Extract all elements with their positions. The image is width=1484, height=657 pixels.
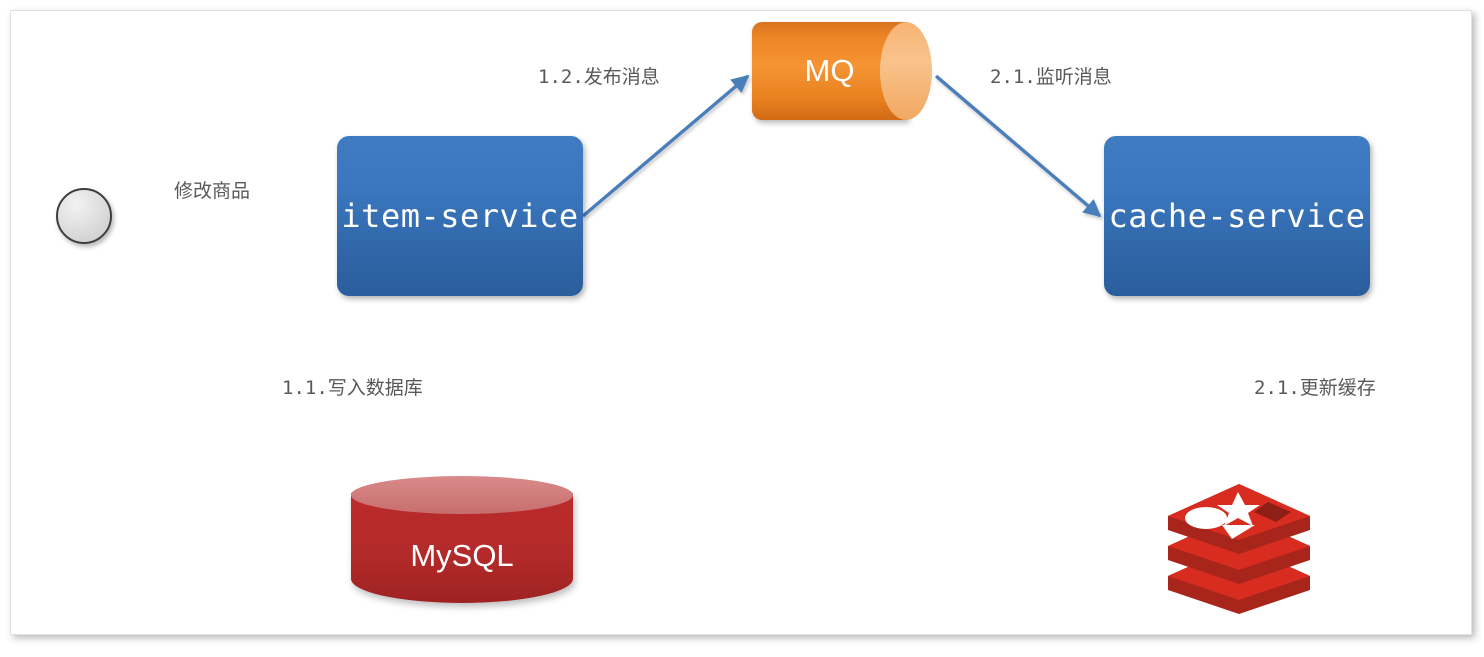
node-cache-service[interactable]: cache-service: [1104, 136, 1370, 296]
edge-label-update-num: 2.1.: [1254, 377, 1300, 399]
node-mysql-database[interactable]: MySQL: [351, 476, 573, 611]
node-item-service[interactable]: item-service: [337, 136, 583, 296]
node-mysql-label: MySQL: [410, 538, 514, 573]
edge-label-write-text: 写入数据库: [327, 377, 423, 399]
node-redis-logo[interactable]: [1160, 472, 1318, 617]
edge-label-write: 1.1.写入数据库: [282, 373, 423, 400]
edge-label-write-num: 1.1.: [282, 377, 328, 399]
node-mq[interactable]: MQ: [752, 22, 932, 120]
edge-label-publish-text: 发布消息: [583, 66, 660, 88]
edge-label-publish: 1.2.发布消息: [538, 62, 660, 89]
edge-label-listen: 2.1.监听消息: [990, 62, 1112, 89]
edge-label-update-text: 更新缓存: [1299, 377, 1376, 399]
edge-publish-arrow: [581, 74, 750, 218]
node-mq-label: MQ: [804, 53, 855, 88]
actor-user-circle[interactable]: [56, 188, 112, 244]
mysql-cylinder-top: [351, 476, 573, 514]
edge-label-modify: 修改商品: [174, 176, 250, 203]
edge-label-publish-num: 1.2.: [538, 66, 584, 88]
edge-label-modify-text: 修改商品: [174, 180, 251, 202]
edge-label-listen-num: 2.1.: [990, 66, 1036, 88]
node-item-service-label: item-service: [341, 197, 579, 235]
node-cache-service-label: cache-service: [1108, 197, 1366, 235]
redis-logo-icon: [1168, 484, 1310, 614]
edge-listen-arrow: [934, 74, 1102, 218]
edge-label-listen-text: 监听消息: [1035, 66, 1112, 88]
mq-cylinder-cap: [880, 22, 932, 120]
edge-label-update: 2.1.更新缓存: [1254, 373, 1376, 400]
